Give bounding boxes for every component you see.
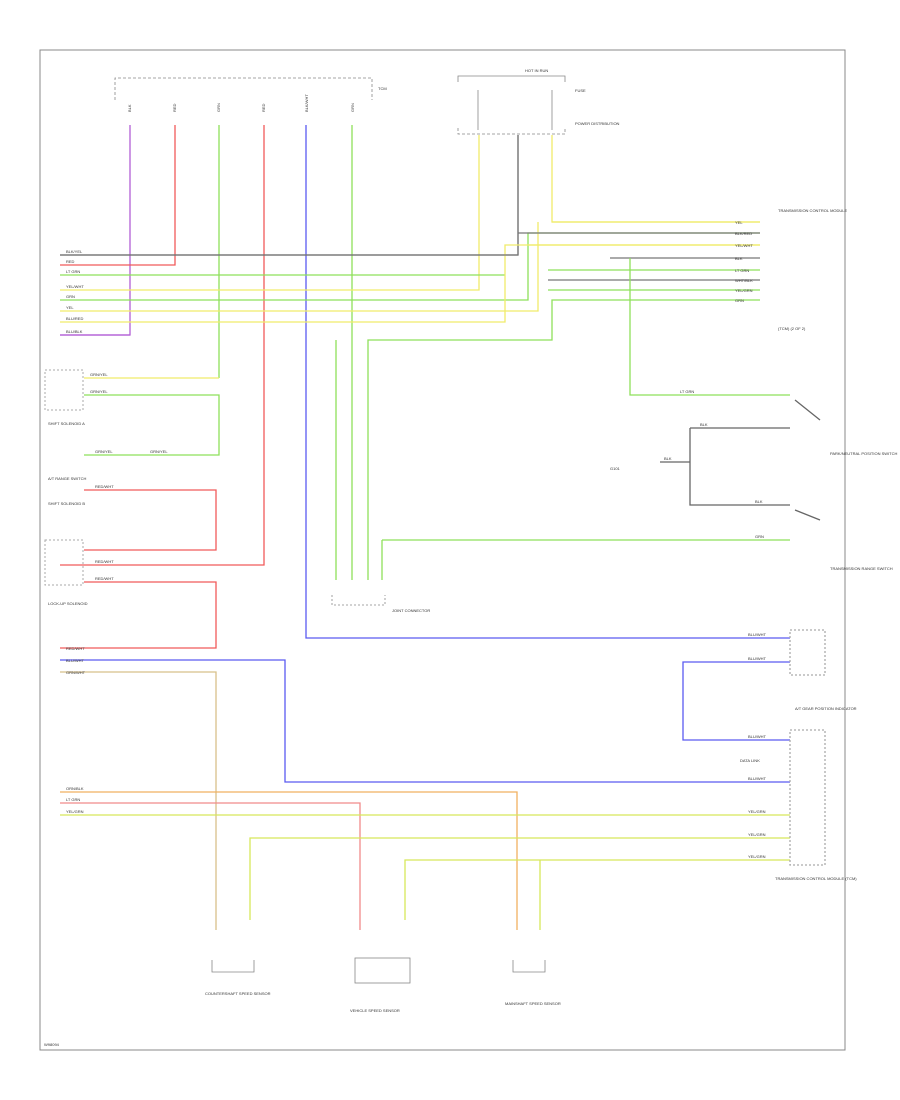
wire-bundle-fuse bbox=[60, 135, 760, 291]
rc-label2: DATA LINK bbox=[740, 758, 760, 763]
ground-label: G101 bbox=[610, 466, 621, 471]
wire-red-2 bbox=[60, 125, 265, 566]
lh-wire-label-3: LT GRN bbox=[66, 269, 80, 274]
lr-grn: GRN bbox=[755, 534, 764, 539]
bottom-sensor-1: COUNTERSHAFT SPEED SENSOR bbox=[205, 991, 271, 996]
fuse-box-title: HOT IN RUN bbox=[525, 68, 548, 73]
bottom-sensor-2: VEHICLE SPEED SENSOR bbox=[350, 1008, 400, 1013]
lh-wire-label-1: BLK/YEL bbox=[66, 249, 83, 254]
rh-wire-label-5: LT GRN bbox=[735, 268, 749, 273]
rc-wire-6: YEL/GRN bbox=[748, 832, 766, 837]
lh-wire-label-2: RED bbox=[66, 259, 75, 264]
lh-wire-label-4: YEL/WHT bbox=[66, 284, 84, 289]
wire-black-fuse bbox=[60, 135, 519, 256]
mid-right-switch bbox=[629, 258, 821, 521]
sw1-label: SHIFT SOLENOID A bbox=[48, 421, 85, 426]
lr-label: TRANSMISSION RANGE SWITCH bbox=[830, 566, 893, 571]
rh-wire-label-3: YEL/WHT bbox=[735, 243, 753, 248]
sw4-label: LOCK-UP SOLENOID bbox=[48, 601, 88, 606]
diagram-border bbox=[39, 49, 846, 1051]
bottom-sensors: COUNTERSHAFT SPEED SENSOR VEHICLE SPEED … bbox=[205, 876, 857, 1013]
rh-wire-label-2: BLK/RED bbox=[735, 231, 752, 236]
rc-wire-3: BLU/WHT bbox=[748, 734, 767, 739]
right-harness-labels: YEL BLK/RED YEL/WHT BLK LT GRN WHT/BLK Y… bbox=[735, 208, 848, 331]
bl-wire-2: LT GRN bbox=[66, 797, 80, 802]
top-connector-label: TCM bbox=[378, 86, 387, 91]
sw2-wire-2: GRN/YEL bbox=[150, 449, 168, 454]
right-connector-labels: BLU/WHT BLU/WHT BLU/WHT BLU/WHT YEL/GRN … bbox=[740, 632, 857, 859]
mr-blk: BLK bbox=[664, 456, 672, 461]
bl-wire-3: YEL/GRN bbox=[66, 809, 84, 814]
wire-bundle-top bbox=[60, 125, 790, 639]
rc-wire-7: YEL/GRN bbox=[748, 854, 766, 859]
sw1-wire-2: GRN/YEL bbox=[90, 389, 108, 394]
ll-wire-3: GRN/WHT bbox=[66, 670, 86, 675]
rc-wire-4: BLU/WHT bbox=[748, 776, 767, 781]
mr-label: PARK/NEUTRAL POSITION SWITCH bbox=[830, 451, 897, 456]
rc-label: A/T GEAR POSITION INDICATOR bbox=[795, 706, 857, 711]
pin-label-1: BLK bbox=[127, 104, 132, 112]
joint-connector: JOINT CONNECTOR bbox=[331, 340, 790, 613]
sw4-wire-2: RED/WHT bbox=[95, 576, 114, 581]
lh-wire-label-6: YEL bbox=[66, 305, 74, 310]
rc-wire-2: BLU/WHT bbox=[748, 656, 767, 661]
wire-yellow-fuse bbox=[60, 135, 480, 291]
rc-wire-1: BLU/WHT bbox=[748, 632, 767, 637]
sw4-wire-1: RED/WHT bbox=[95, 559, 114, 564]
lh-wire-label-7: BLU/RED bbox=[66, 316, 83, 321]
left-harness bbox=[60, 222, 760, 336]
left-components: SHIFT SOLENOID A GRN/YEL GRN/YEL GRN/YEL… bbox=[44, 369, 220, 649]
right-harness bbox=[367, 221, 760, 580]
ll-wire-1: RED/WHT bbox=[66, 646, 85, 651]
sw3-wire-1: RED/WHT bbox=[95, 484, 114, 489]
left-harness-labels: BLK/YEL RED LT GRN YEL/WHT GRN YEL BLU/R… bbox=[66, 249, 84, 334]
rh-wire-label-4: BLK bbox=[735, 256, 743, 261]
pin-label-4: RED bbox=[261, 103, 266, 112]
right-connector bbox=[249, 629, 826, 930]
power-label: POWER DISTRIBUTION bbox=[575, 121, 620, 126]
wire-purple bbox=[60, 125, 131, 336]
mr-wire-1: LT GRN bbox=[680, 389, 694, 394]
rh-wire-label-8: GRN bbox=[735, 298, 744, 303]
rh-sub: (TCM) (2 OF 2) bbox=[778, 326, 806, 331]
top-connector: TCM BLK RED GRN RED BLK/WHT GRN bbox=[114, 77, 387, 112]
rh-wire-label-6: WHT/BLK bbox=[735, 278, 753, 283]
sw2-label: A/T RANGE SWITCH bbox=[48, 476, 86, 481]
fuse-box: HOT IN RUN FUSE POWER DISTRIBUTION bbox=[457, 68, 620, 135]
bottom-right-label: TRANSMISSION CONTROL MODULE (TCM) bbox=[775, 876, 857, 881]
sw2-wire-1: GRN/YEL bbox=[95, 449, 113, 454]
pin-label-3: GRN bbox=[216, 103, 221, 112]
rc-wire-5: YEL/GRN bbox=[748, 809, 766, 814]
footer-code: W98094 bbox=[44, 1042, 60, 1047]
ll-wire-2: BLU/WHT bbox=[66, 658, 85, 663]
pin-label-5: BLK/WHT bbox=[304, 94, 309, 112]
wire-yellow-2 bbox=[551, 135, 760, 223]
mr-wire-3: BLK bbox=[755, 499, 763, 504]
junction-label: JOINT CONNECTOR bbox=[392, 608, 430, 613]
sw1-wire-1: GRN/YEL bbox=[90, 372, 108, 377]
lh-wire-label-5: GRN bbox=[66, 294, 75, 299]
bl-wire-1: ORN/BLK bbox=[66, 786, 84, 791]
pin-label-6: GRN bbox=[350, 103, 355, 112]
lh-wire-label-8: BLU/BLK bbox=[66, 329, 83, 334]
mr-wire-2: BLK bbox=[700, 422, 708, 427]
left-lower-wires: RED/WHT BLU/WHT GRN/WHT ORN/BLK LT GRN Y… bbox=[60, 646, 790, 930]
wire-red-1 bbox=[60, 125, 176, 266]
rh-wire-label-1: YEL bbox=[735, 220, 743, 225]
bottom-sensor-3: MAINSHAFT SPEED SENSOR bbox=[505, 1001, 561, 1006]
pin-label-2: RED bbox=[172, 103, 177, 112]
sw3-label: SHIFT SOLENOID B bbox=[48, 501, 85, 506]
fuse-box-sub: FUSE bbox=[575, 88, 586, 93]
wire-blue-1 bbox=[305, 125, 790, 639]
rh-wire-label-7: YEL/GRN bbox=[735, 288, 753, 293]
rh-title: TRANSMISSION CONTROL MODULE bbox=[778, 208, 848, 213]
